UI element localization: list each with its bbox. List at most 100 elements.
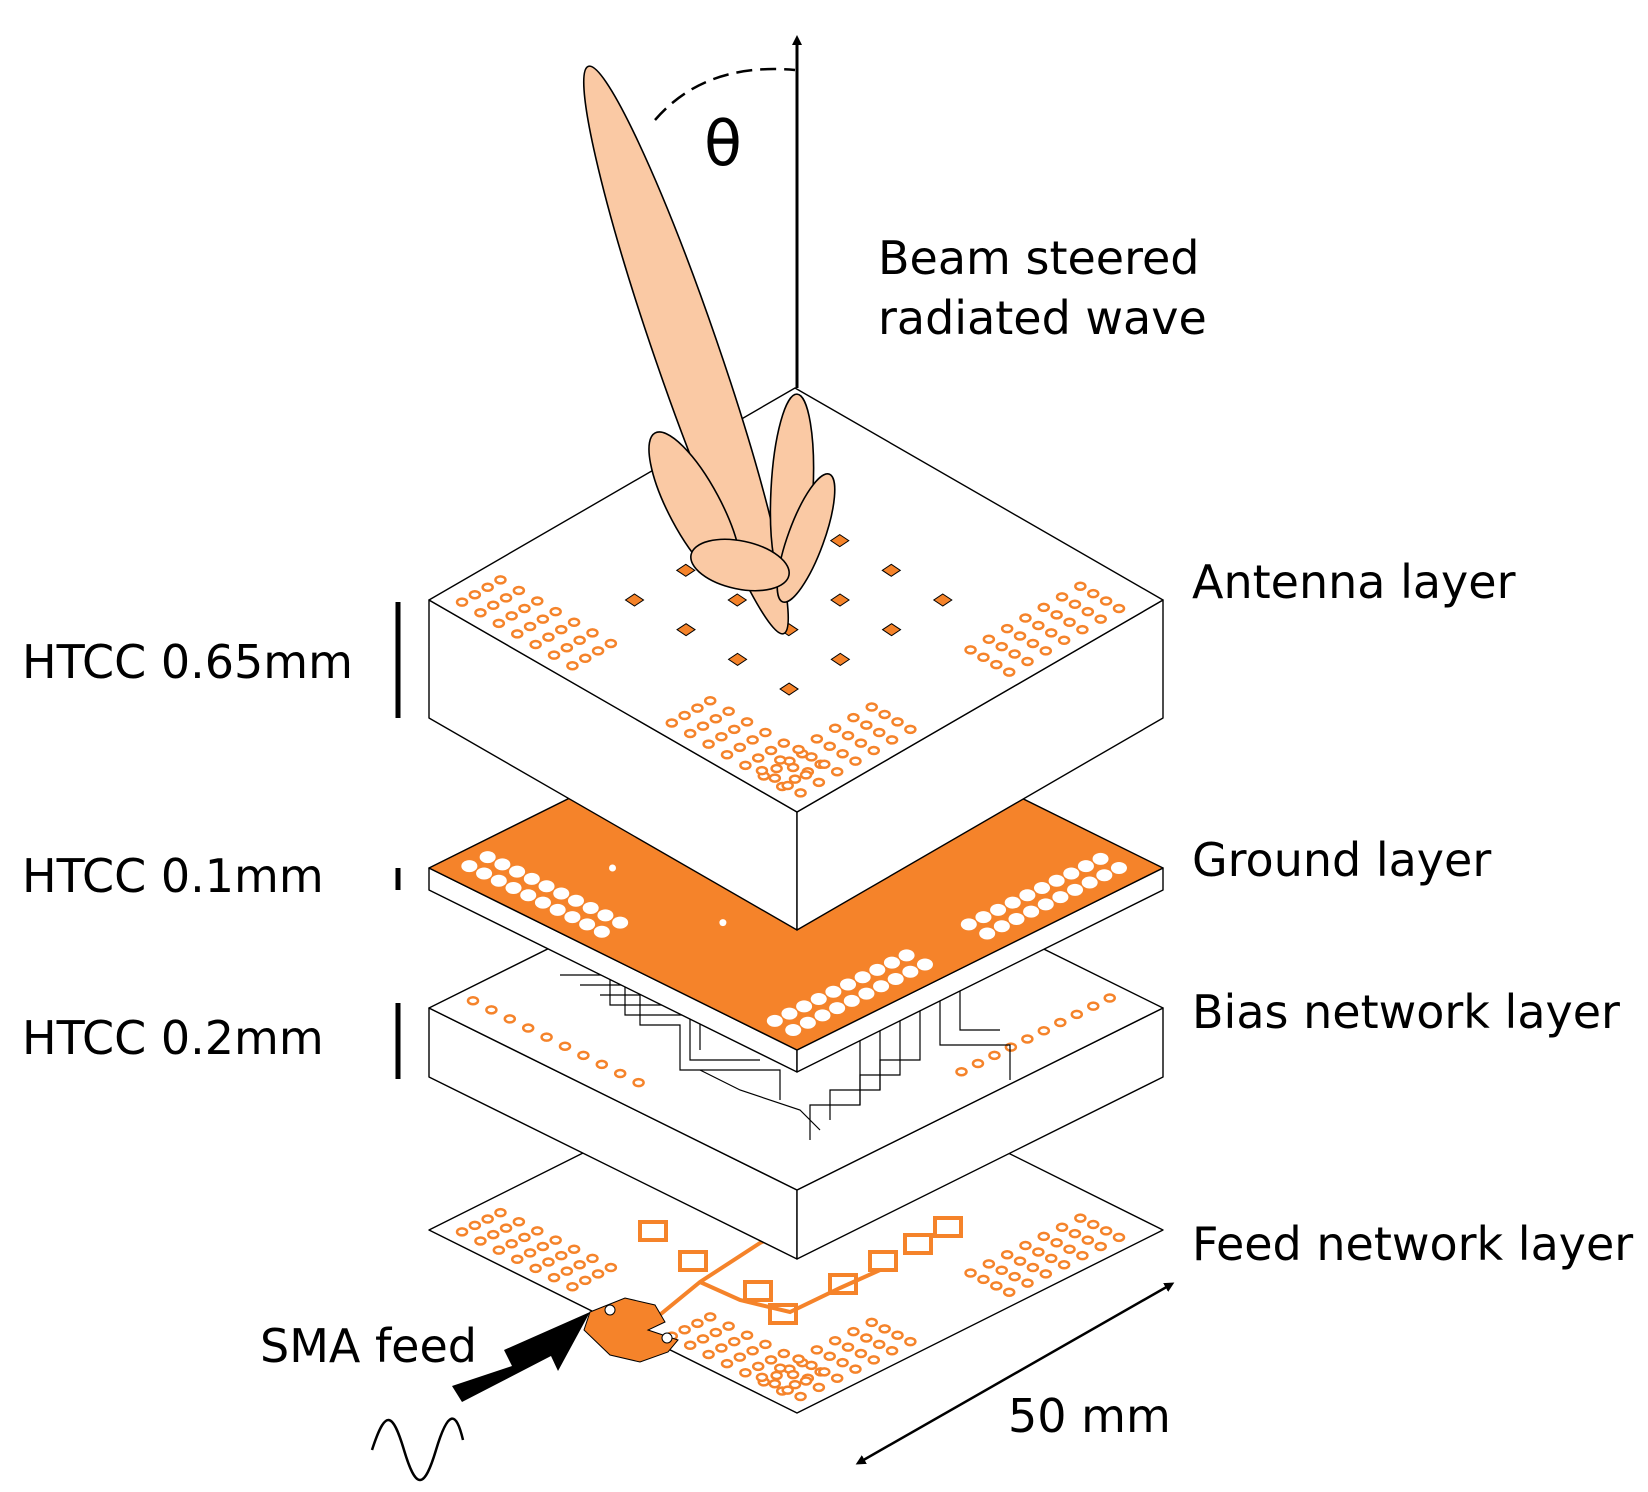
via — [549, 606, 562, 617]
layer-name-ground: Ground layer — [1192, 833, 1491, 887]
via — [812, 1382, 826, 1393]
ground-hole — [549, 903, 566, 916]
ground-hole — [719, 919, 727, 927]
ground-hole — [534, 896, 551, 909]
antenna-patch — [829, 534, 850, 548]
via — [764, 745, 778, 756]
ground-hole — [479, 851, 496, 864]
antenna-vias — [455, 575, 1126, 798]
layer-name-bias: Bias network layer — [1192, 985, 1620, 1039]
via — [995, 1265, 1008, 1276]
ground-hole — [979, 927, 996, 940]
via — [788, 774, 802, 784]
via — [977, 652, 990, 662]
via — [487, 1229, 500, 1240]
via — [799, 770, 813, 780]
ground-hole — [887, 973, 904, 986]
via — [727, 1336, 741, 1347]
via — [1032, 1247, 1045, 1257]
antenna-patch — [675, 563, 696, 577]
via — [709, 713, 723, 724]
via — [1076, 624, 1089, 635]
via — [1008, 1271, 1021, 1282]
rf-signal-icon — [370, 1417, 465, 1482]
via — [492, 618, 506, 629]
via — [768, 773, 782, 783]
antenna-patch — [727, 652, 748, 666]
via — [788, 1379, 802, 1390]
ground-hole — [1067, 883, 1084, 896]
via — [567, 1244, 581, 1254]
ground-hole — [1077, 860, 1094, 873]
via — [487, 600, 500, 611]
ground-hole — [597, 909, 614, 922]
layer-name-antenna: Antenna layer — [1192, 555, 1516, 609]
ground-hole — [883, 956, 900, 969]
via — [1070, 1009, 1084, 1020]
via — [485, 1005, 498, 1015]
ground-hole — [612, 916, 629, 929]
via — [1044, 1253, 1058, 1264]
via — [1013, 631, 1027, 641]
ground-hole — [799, 1016, 816, 1029]
via — [885, 735, 899, 745]
ground-hole — [609, 864, 616, 872]
ground-hole — [494, 858, 511, 871]
via — [1055, 1222, 1069, 1233]
via — [773, 755, 787, 765]
via — [854, 738, 868, 748]
ground-hole — [785, 1023, 802, 1036]
via — [1068, 1228, 1082, 1239]
via — [481, 582, 494, 593]
via — [812, 777, 826, 788]
via — [995, 641, 1008, 652]
antenna-patch — [830, 593, 850, 607]
via — [512, 585, 526, 596]
thickness-label-antenna: HTCC 0.65mm — [22, 635, 353, 689]
via — [828, 1335, 842, 1346]
via — [830, 766, 844, 777]
via — [505, 611, 518, 621]
via — [1099, 596, 1113, 606]
via — [715, 1343, 728, 1353]
via — [823, 1351, 836, 1362]
via — [977, 1274, 990, 1285]
via — [982, 1259, 996, 1269]
beam-label-line1: Beam steered — [878, 231, 1199, 285]
via — [510, 1254, 524, 1265]
via — [481, 1214, 494, 1224]
antenna-patch — [676, 623, 696, 637]
ground-hole — [593, 925, 610, 938]
via — [523, 1248, 537, 1258]
via — [841, 1342, 855, 1352]
via — [512, 1217, 526, 1227]
ground-hole — [814, 1009, 831, 1022]
ground-hole — [902, 965, 919, 978]
via — [1112, 603, 1126, 614]
via — [891, 1330, 904, 1340]
via — [805, 752, 818, 762]
via — [691, 1318, 704, 1329]
via — [751, 1361, 765, 1372]
via — [759, 727, 772, 738]
layer-name-feed: Feed network layer — [1192, 1217, 1633, 1271]
via — [591, 1269, 605, 1279]
antenna-patch-array — [624, 504, 953, 696]
via — [678, 710, 691, 721]
via — [740, 1330, 754, 1340]
via — [474, 1236, 487, 1246]
via — [531, 596, 544, 606]
via — [739, 1367, 752, 1378]
via — [746, 1346, 759, 1356]
via — [740, 717, 754, 727]
ground-hole — [975, 911, 992, 924]
via — [1008, 649, 1021, 659]
via — [990, 659, 1003, 670]
ground-hole — [567, 894, 584, 907]
via — [860, 1333, 873, 1343]
dimension-arrow — [855, 1282, 1175, 1465]
thickness-label-bias: HTCC 0.2mm — [22, 1011, 324, 1065]
via — [542, 632, 555, 642]
via — [560, 642, 574, 653]
